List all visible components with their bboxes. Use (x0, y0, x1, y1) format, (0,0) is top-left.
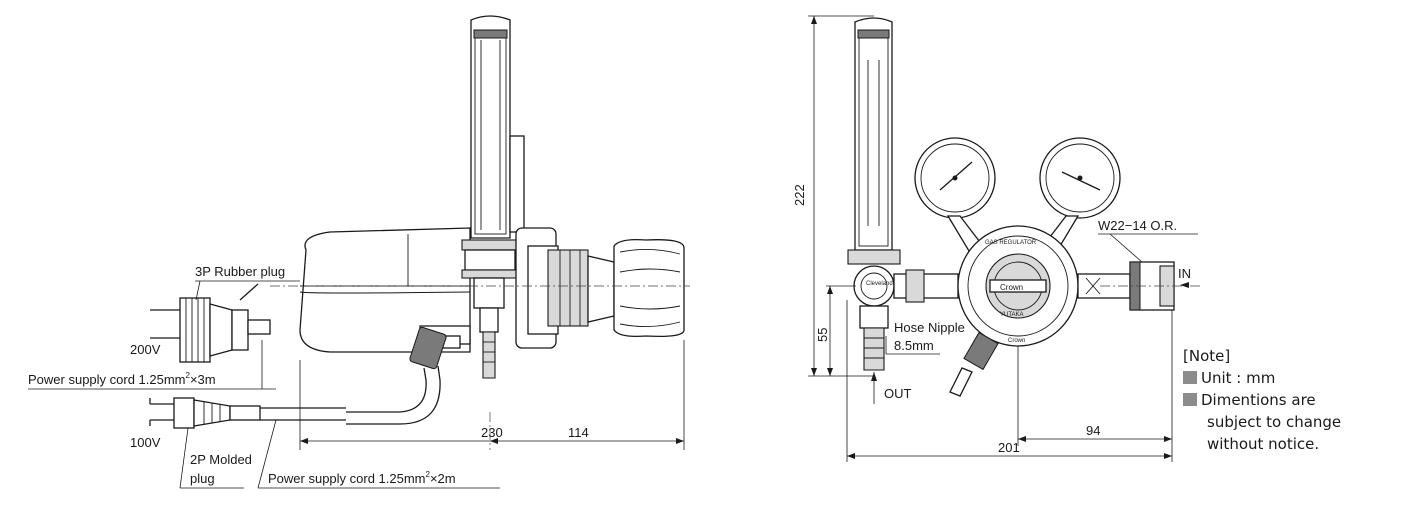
label-3p-rubber-plug: 3P Rubber plug (195, 264, 285, 279)
dim-201: 201 (998, 440, 1020, 455)
note-line-without: without notice. (1207, 435, 1320, 453)
left-view: 230 114 3P Rubber plug 200V Power supply… (28, 15, 690, 489)
label-200v: 200V (130, 342, 161, 357)
hose-nipple-label: Hose Nipple (894, 320, 965, 335)
dim-114: 114 (568, 425, 589, 440)
bottom-label: Crown (1008, 338, 1025, 344)
dimension-222: 222 (792, 15, 874, 377)
note-line-dimentions: Dimentions are (1183, 389, 1341, 411)
label-cord-2m: Power supply cord 1.25mm2×2m (268, 470, 456, 486)
connection-label: W22−14 O.R. (1098, 218, 1177, 233)
pressure-gauge-left (914, 137, 996, 257)
dimension-55: 55 (815, 285, 856, 376)
dim-222: 222 (792, 184, 807, 206)
brand-label: Crown (1000, 283, 1023, 292)
note-title: [Note] (1183, 347, 1231, 365)
heater-body (299, 227, 471, 353)
note-block: [Note] Unit : mm Dimentions are subject … (1183, 345, 1341, 455)
flowmeter-tube (470, 15, 525, 239)
label-100v: 100V (130, 435, 161, 450)
regulator-body: Crown GAS REGULATOR YUTAKA Crown (957, 225, 1079, 347)
label-cord-3m: Power supply cord 1.25mm2×3m (28, 371, 216, 387)
dim-55: 55 (815, 328, 830, 342)
label-plug: plug (190, 471, 215, 486)
adjusting-knob (613, 238, 685, 338)
note-line-unit: Unit : mm (1183, 367, 1341, 389)
2p-molded-plug (149, 397, 346, 429)
bullet-square-icon (1183, 371, 1197, 384)
dimension-94-201: 94 201 (846, 300, 1173, 462)
3p-rubber-plug (150, 283, 271, 363)
hose-size-label: 8.5mm (894, 338, 934, 353)
outlet-label: OUT (884, 386, 912, 401)
dimension-230-114: 230 114 (299, 340, 685, 450)
maker-label: YUTAKA (1000, 312, 1024, 318)
inlet-label: IN (1178, 266, 1191, 281)
regulator-ring-label: GAS REGULATOR (985, 240, 1037, 246)
flow-label: Cleveland (866, 281, 893, 287)
right-view: Cleveland Cr (792, 15, 1200, 462)
flowmeter-tube-front (854, 17, 893, 251)
dim-230: 230 (481, 425, 503, 440)
bullet-square-icon (1183, 393, 1197, 406)
label-2p-molded: 2P Molded (190, 452, 252, 467)
note-line-subject: subject to change (1207, 413, 1342, 431)
dim-94: 94 (1086, 423, 1100, 438)
